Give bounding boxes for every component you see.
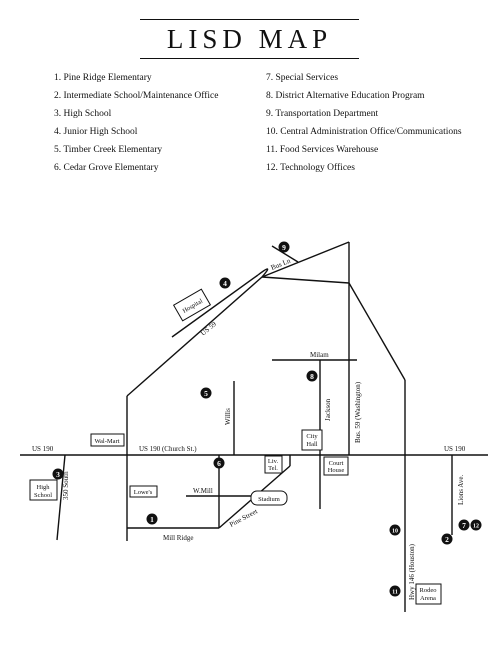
road-bus-ln bbox=[261, 241, 350, 278]
legend-item-3: 3. High School bbox=[54, 109, 112, 119]
legend-item-2: 2. Intermediate School/Maintenance Offic… bbox=[54, 91, 219, 101]
legend-item-10: 10. Central Administration Office/Commun… bbox=[266, 127, 462, 137]
marker-8[interactable]: 8 bbox=[306, 370, 318, 382]
marker-4-label: 4 bbox=[223, 279, 227, 288]
legend-item-12: 12. Technology Offices bbox=[266, 163, 355, 173]
label-house: House bbox=[328, 467, 345, 474]
label-us190-center: US 190 (Church St.) bbox=[139, 445, 197, 453]
marker-9-label: 9 bbox=[282, 243, 286, 252]
label-arena: Arena bbox=[420, 595, 436, 602]
marker-1[interactable]: 1 bbox=[146, 513, 158, 525]
marker-2-label: 2 bbox=[445, 535, 449, 544]
legend-item-11: 11. Food Services Warehouse bbox=[266, 145, 379, 155]
label-350-south: 350 South bbox=[62, 471, 70, 500]
legend-item-7: 7. Special Services bbox=[266, 73, 339, 83]
legend-item-5: 5. Timber Creek Elementary bbox=[54, 145, 163, 155]
city-hall-box bbox=[301, 429, 323, 451]
road-spur-cap bbox=[257, 268, 269, 278]
road-bus-ln-branch bbox=[271, 245, 299, 263]
stadium-box bbox=[250, 490, 288, 506]
legend-item-6: 6. Cedar Grove Elementary bbox=[54, 163, 159, 173]
marker-11-label: 11 bbox=[392, 590, 398, 596]
marker-7-label: 7 bbox=[462, 521, 466, 530]
marker-4[interactable]: 4 bbox=[219, 277, 231, 289]
label-walmart: Wal-Mart bbox=[94, 438, 119, 445]
marker-3-label: 3 bbox=[56, 470, 60, 479]
legend-item-4: 4. Junior High School bbox=[54, 127, 138, 137]
legend-left-column: 1. Pine Ridge Elementary 2. Intermediate… bbox=[54, 69, 218, 177]
marker-5-label: 5 bbox=[204, 389, 208, 398]
label-hwy146: Hwy 146 (Houston) bbox=[408, 543, 416, 600]
marker-10[interactable]: 10 bbox=[389, 524, 401, 536]
legend-item-8: 8. District Alternative Education Progra… bbox=[266, 91, 425, 101]
label-stadium: Stadium bbox=[258, 496, 280, 503]
map-title: LISD MAP bbox=[166, 23, 333, 54]
road-bus59-diagonal bbox=[348, 282, 406, 381]
high-school-box bbox=[29, 479, 58, 501]
marker-9[interactable]: 9 bbox=[278, 241, 290, 253]
marker-12[interactable]: 12 bbox=[470, 519, 482, 531]
label-rodeo: Rodeo bbox=[420, 587, 437, 594]
label-lions-ave: Lions Ave. bbox=[457, 475, 465, 505]
marker-6-label: 6 bbox=[217, 459, 221, 468]
rodeo-arena-box bbox=[415, 583, 442, 605]
legend-right-column: 7. Special Services 8. District Alternat… bbox=[266, 69, 462, 177]
legend-item-9: 9. Transportation Department bbox=[266, 109, 379, 119]
label-mill-ridge: Mill Ridge bbox=[163, 534, 194, 542]
label-tel: Tel. bbox=[268, 465, 278, 472]
marker-5[interactable]: 5 bbox=[200, 387, 212, 399]
map-title-box: LISD MAP bbox=[140, 19, 359, 59]
court-house-box bbox=[323, 456, 349, 476]
label-pine-street: Pine Street bbox=[228, 507, 259, 528]
marker-7[interactable]: 7 bbox=[458, 519, 470, 531]
label-high-school-1: High bbox=[37, 484, 51, 491]
marker-10-label: 10 bbox=[392, 529, 398, 535]
label-w-mill: W.Mill bbox=[193, 487, 213, 495]
marker-8-label: 8 bbox=[310, 372, 314, 381]
lowes-box bbox=[129, 485, 158, 498]
label-lowes: Lowe's bbox=[134, 489, 153, 496]
label-bus59: Bus. 59 (Washington) bbox=[354, 381, 362, 443]
marker-2[interactable]: 2 bbox=[441, 533, 453, 545]
road-us59 bbox=[126, 276, 263, 397]
marker-1-label: 1 bbox=[150, 515, 154, 524]
marker-12-label: 12 bbox=[473, 524, 479, 530]
label-us190-left: US 190 bbox=[32, 445, 54, 453]
label-hall: Hall bbox=[306, 441, 317, 448]
label-willis: Willis bbox=[224, 408, 232, 425]
label-court: Court bbox=[329, 460, 344, 467]
label-milam: Milam bbox=[310, 351, 329, 359]
label-us59: US 59 bbox=[199, 320, 218, 338]
label-liv: Liv. bbox=[268, 458, 279, 465]
hospital-box bbox=[172, 288, 212, 322]
label-jackson: Jackson bbox=[324, 398, 332, 421]
label-city: City bbox=[306, 433, 318, 440]
label-high-school-2: School bbox=[34, 492, 52, 499]
marker-3[interactable]: 3 bbox=[52, 468, 64, 480]
legend-item-1: 1. Pine Ridge Elementary bbox=[54, 73, 152, 83]
road-350-south bbox=[56, 454, 66, 541]
label-us190-right: US 190 bbox=[444, 445, 466, 453]
liv-tel-box bbox=[264, 455, 283, 474]
marker-11[interactable]: 11 bbox=[389, 585, 401, 597]
marker-6[interactable]: 6 bbox=[213, 457, 225, 469]
walmart-box bbox=[90, 433, 125, 447]
road-bus59-split bbox=[261, 276, 350, 284]
road-hospital-spur bbox=[171, 274, 259, 338]
road-network bbox=[20, 241, 488, 612]
